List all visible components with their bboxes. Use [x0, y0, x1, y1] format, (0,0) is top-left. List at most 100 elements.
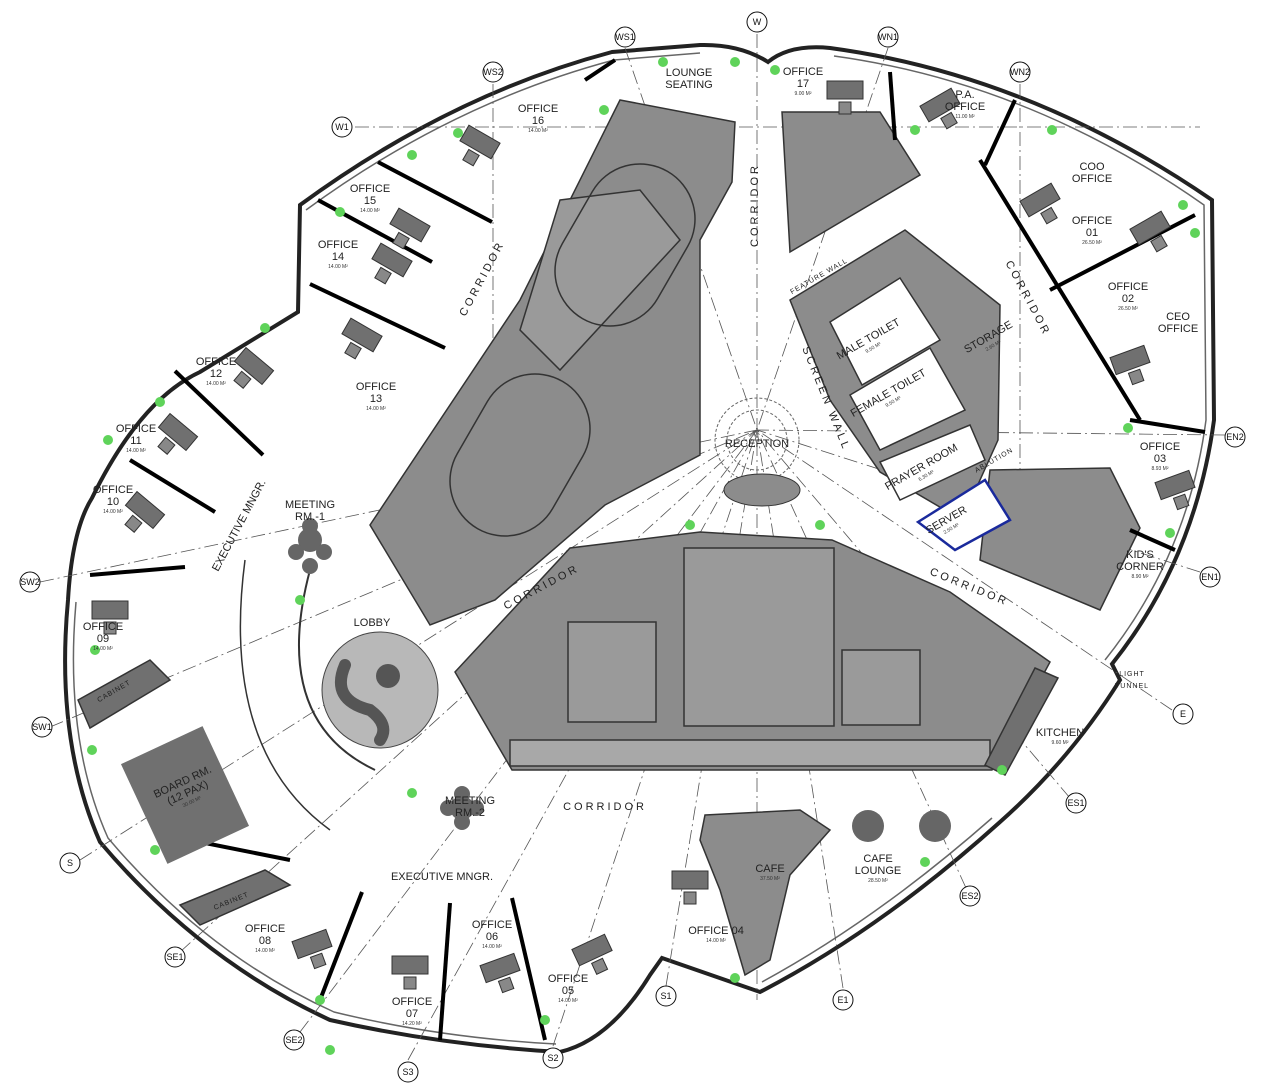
grid-bubble-es2: ES2	[959, 885, 981, 907]
room-name: OFFICE	[350, 183, 390, 195]
room-name: MEETING	[445, 795, 495, 807]
grid-bubble-w1: W1	[331, 116, 353, 138]
plant-icon	[260, 323, 270, 333]
envelope-inner-line	[72, 52, 1207, 1045]
room-name: OFFICE	[472, 919, 512, 931]
room-name: 10	[107, 496, 119, 508]
cafe-lounge-tables	[852, 810, 951, 842]
room-name: 14	[332, 251, 344, 263]
room-name: 15	[364, 195, 376, 207]
cafe-counter	[699, 809, 832, 977]
stair-2	[449, 373, 591, 537]
kitchen-counter	[983, 667, 1060, 776]
grid-bubble-e: E	[1172, 703, 1194, 725]
chair	[124, 514, 143, 533]
grid-label: SW1	[32, 722, 52, 732]
room-area: 28.50 M²	[868, 878, 888, 884]
lobby-arc	[298, 569, 376, 771]
room-name: OFFICE	[356, 381, 396, 393]
grid-bubble-e1: E1	[832, 989, 854, 1011]
room-area: 14.00 M²	[366, 406, 386, 412]
chair	[683, 891, 697, 905]
room-label-exec2: EXECUTIVE MNGR.	[391, 871, 493, 883]
cabinet-left-bottom	[178, 869, 292, 926]
chair	[497, 976, 515, 994]
office-desks	[91, 80, 1196, 994]
room-name: CORNER	[1116, 561, 1164, 573]
grid-label: EN1	[1201, 572, 1219, 582]
room-area: 14.00 M²	[126, 448, 146, 454]
room-name: RECEPTION	[725, 438, 789, 450]
room-name: OFFICE	[83, 621, 123, 633]
room-name: CAFE	[863, 853, 892, 865]
plant-icon	[453, 128, 463, 138]
room-name: KID'S	[1126, 549, 1154, 561]
room-name: OFFICE	[318, 239, 358, 251]
plant-icon	[90, 645, 100, 655]
stair-inner-1	[519, 189, 681, 372]
desk	[919, 87, 961, 123]
room-name: OFFICE 04	[688, 925, 744, 937]
chair	[1040, 206, 1058, 225]
reception-ring-inner	[726, 409, 788, 471]
chair	[838, 101, 852, 115]
chair	[590, 957, 609, 975]
plant-icon	[599, 105, 609, 115]
chair	[157, 436, 176, 455]
plant-icon	[103, 435, 113, 445]
room-name: CAFE	[755, 863, 784, 875]
grid-bubble-s2: S2	[542, 1047, 564, 1069]
grid-label: S2	[547, 1053, 558, 1063]
room-label-reception: RECEPTION	[725, 438, 789, 450]
room-name: TUNNEL	[1115, 683, 1149, 690]
grid-label: EN2	[1226, 432, 1244, 442]
grid-label: SW2	[20, 577, 40, 587]
room-name: 01	[1086, 227, 1098, 239]
lift-1	[567, 621, 657, 723]
grid-bubble-sw2: SW2	[19, 571, 41, 593]
room-name: 06	[486, 931, 498, 943]
chair	[403, 976, 417, 990]
room-name: OFFICE	[245, 923, 285, 935]
room-area: 37.50 M²	[760, 876, 780, 882]
grid-label: S	[67, 858, 73, 868]
grid-bubble-wn2: WN2	[1009, 61, 1031, 83]
room-area: 8.93 M²	[1152, 466, 1169, 472]
room-name: EXECUTIVE MNGR.	[391, 871, 493, 883]
plant-icon	[87, 745, 97, 755]
plant-icon	[1047, 125, 1057, 135]
lift-2	[841, 649, 921, 726]
grid-label: WN1	[878, 32, 898, 42]
grid-label: S1	[660, 991, 671, 1001]
room-name: RM.-2	[455, 807, 485, 819]
desk	[671, 870, 709, 890]
grid-label: ES2	[961, 891, 978, 901]
room-name: OFFICE	[93, 484, 133, 496]
room-name: OFFICE	[548, 973, 588, 985]
grid-label: WS1	[615, 32, 635, 42]
chair	[233, 370, 252, 389]
executive-arc	[239, 559, 331, 831]
room-name: OFFICE	[945, 101, 985, 113]
plant-icon	[770, 65, 780, 75]
desk	[157, 412, 199, 452]
room-name: 05	[562, 985, 574, 997]
desk	[1129, 210, 1171, 246]
lobby-table	[376, 664, 400, 688]
grid-label: E	[1180, 709, 1186, 719]
room-area: 14.00 M²	[93, 646, 113, 652]
room-name: 02	[1122, 293, 1134, 305]
meeting-room-1-table	[288, 518, 332, 574]
plant-icon	[1123, 423, 1133, 433]
